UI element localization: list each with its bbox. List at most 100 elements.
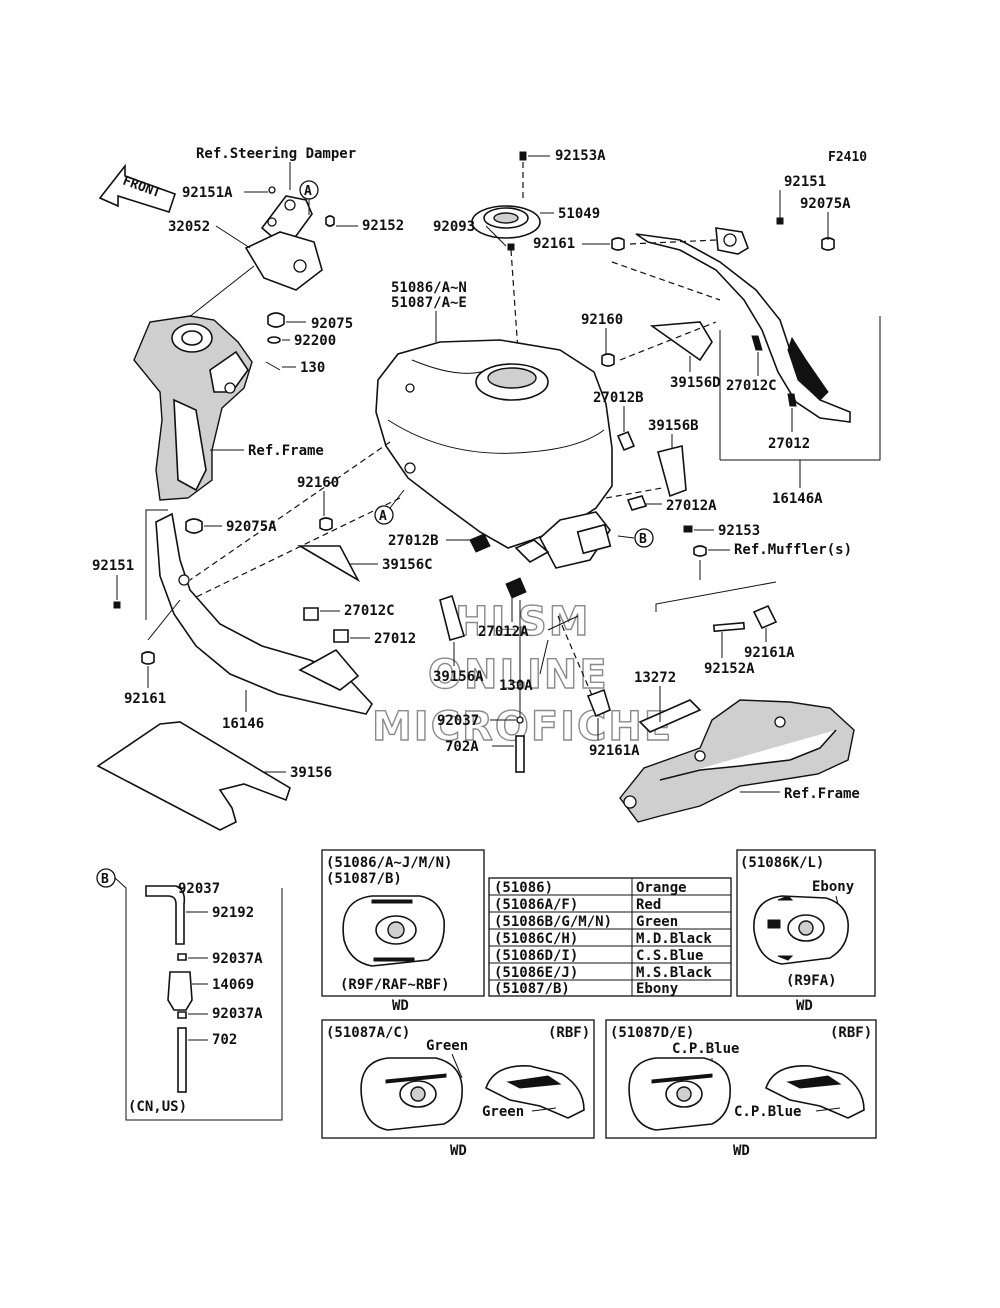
label-92153: 92153: [718, 523, 760, 539]
damper-bracket-icon: [244, 195, 323, 291]
label-27012C-l: 27012C: [344, 603, 395, 619]
color-table-part-2: (51086A/F): [494, 897, 578, 913]
label-92151-r: 92151: [784, 174, 826, 190]
color-table: (51086) Orange (51086A/F) Red (51086B/G/…: [488, 877, 732, 997]
callout-a-1: A: [304, 184, 312, 199]
panel-3-color-1: Green: [426, 1038, 468, 1054]
label-92161A-m: 92161A: [589, 743, 640, 759]
panel-3-footer: WD: [450, 1143, 467, 1159]
tank-top-view-icon-4: [628, 1057, 731, 1131]
hose-item-92037A-1: 92037A: [212, 951, 263, 967]
label-39156: 39156: [290, 765, 332, 781]
color-table-color-3: Green: [636, 914, 678, 930]
label-92151A: 92151A: [182, 185, 233, 201]
label-ref-frame-left: Ref.Frame: [248, 443, 324, 459]
label-92161-l: 92161: [124, 691, 166, 707]
color-table-part-1: (51086): [494, 880, 553, 896]
panel-3-title: (51087A/C): [326, 1025, 410, 1041]
panel-4-frame: [605, 1019, 877, 1139]
label-92075: 92075: [311, 316, 353, 332]
panel-3-color-2: Green: [482, 1104, 524, 1120]
hose-note: (CN,US): [128, 1099, 187, 1115]
tank-side-view-icon-3: [485, 1065, 585, 1119]
panel-2-color: Ebony: [812, 879, 855, 895]
label-27012B-r: 27012B: [593, 390, 644, 406]
tank-top-view-icon-3: [360, 1057, 463, 1131]
hose-item-92037A-2: 92037A: [212, 1006, 263, 1022]
label-27012B-l: 27012B: [388, 533, 439, 549]
hose-item-92192: 92192: [212, 905, 254, 921]
panel-2-footer: WD: [796, 998, 813, 1014]
callout-b-2: B: [101, 872, 109, 887]
frame-rear-icon: [619, 699, 855, 823]
label-92151-l: 92151: [92, 558, 134, 574]
color-table-color-7: Ebony: [636, 981, 679, 997]
color-table-part-3: (51086B/G/M/N): [494, 914, 612, 930]
callout-a-2: A: [379, 509, 387, 524]
hose-item-702: 702: [212, 1032, 237, 1048]
panel-4-color-1: C.P.Blue: [672, 1041, 739, 1057]
label-92160-r: 92160: [581, 312, 623, 328]
label-39156D: 39156D: [670, 375, 721, 391]
rear-cowl-right-icon: [635, 227, 851, 423]
color-table-color-4: M.D.Black: [636, 931, 712, 947]
color-table-part-5: (51086D/I): [494, 948, 578, 964]
color-table-color-6: M.S.Black: [636, 965, 712, 981]
figure-code: F2410: [828, 150, 867, 165]
hose-item-14069: 14069: [212, 977, 254, 993]
watermark-line-2: ONLINE: [428, 652, 609, 698]
fuel-tank-icon: [375, 339, 613, 569]
label-16146A: 16146A: [772, 491, 823, 507]
tank-side-view-icon-4: [765, 1065, 865, 1119]
label-39156B: 39156B: [648, 418, 699, 434]
label-92152A: 92152A: [704, 661, 755, 677]
label-92200: 92200: [294, 333, 336, 349]
label-92075A-l: 92075A: [226, 519, 277, 535]
label-27012C-r: 27012C: [726, 378, 777, 394]
label-92152: 92152: [362, 218, 404, 234]
label-51049: 51049: [558, 206, 600, 222]
label-130A: 130A: [499, 678, 533, 694]
panel-2-frame: [736, 849, 876, 997]
panel-4-note: (RBF): [830, 1025, 872, 1041]
label-92161-r: 92161: [533, 236, 575, 252]
label-51087: 51087/A~E: [391, 295, 467, 311]
panel-3-frame: [321, 1019, 595, 1139]
label-51086: 51086/A~N: [391, 280, 467, 296]
color-table-part-4: (51086C/H): [494, 931, 578, 947]
vent-hose-icon: [145, 885, 193, 1093]
label-39156A: 39156A: [433, 669, 484, 685]
label-702A: 702A: [445, 739, 479, 755]
label-27012A-r: 27012A: [666, 498, 717, 514]
panel-1-frame: [321, 849, 485, 997]
front-arrow-icon: FRONT: [98, 163, 177, 213]
label-27012A-m: 27012A: [478, 624, 529, 640]
label-32052: 32052: [168, 219, 210, 235]
rear-cowl-left-icon: [155, 512, 373, 715]
panel-2-title: (51086K/L): [740, 855, 824, 871]
label-39156C: 39156C: [382, 557, 433, 573]
label-ref-mufflers: Ref.Muffler(s): [734, 542, 852, 558]
callout-b-1: B: [639, 532, 647, 547]
panel-4-footer: WD: [733, 1143, 750, 1159]
panel-3-note: (RBF): [548, 1025, 590, 1041]
label-27012-r: 27012: [768, 436, 810, 452]
label-92153A: 92153A: [555, 148, 606, 164]
label-ref-frame-right: Ref.Frame: [784, 786, 860, 802]
color-table-color-2: Red: [636, 897, 661, 913]
label-92037-m: 92037: [437, 713, 479, 729]
watermark: HLSM ONLINE MICROFICHE: [371, 598, 672, 750]
label-ref-steering-damper: Ref.Steering Damper: [196, 146, 356, 162]
panel-4-title: (51087D/E): [610, 1025, 694, 1041]
hose-item-92037: 92037: [178, 881, 220, 897]
panel-1-footer: WD: [392, 998, 409, 1014]
label-16146: 16146: [222, 716, 264, 732]
color-table-color-5: C.S.Blue: [636, 948, 703, 964]
panel-1-title-2: (51087/B): [326, 871, 402, 887]
panel-4-color-2: C.P.Blue: [734, 1104, 801, 1120]
label-130: 130: [300, 360, 325, 376]
label-92075A-r: 92075A: [800, 196, 851, 212]
label-92093: 92093: [433, 219, 475, 235]
fuel-cap-icon: [471, 205, 541, 239]
